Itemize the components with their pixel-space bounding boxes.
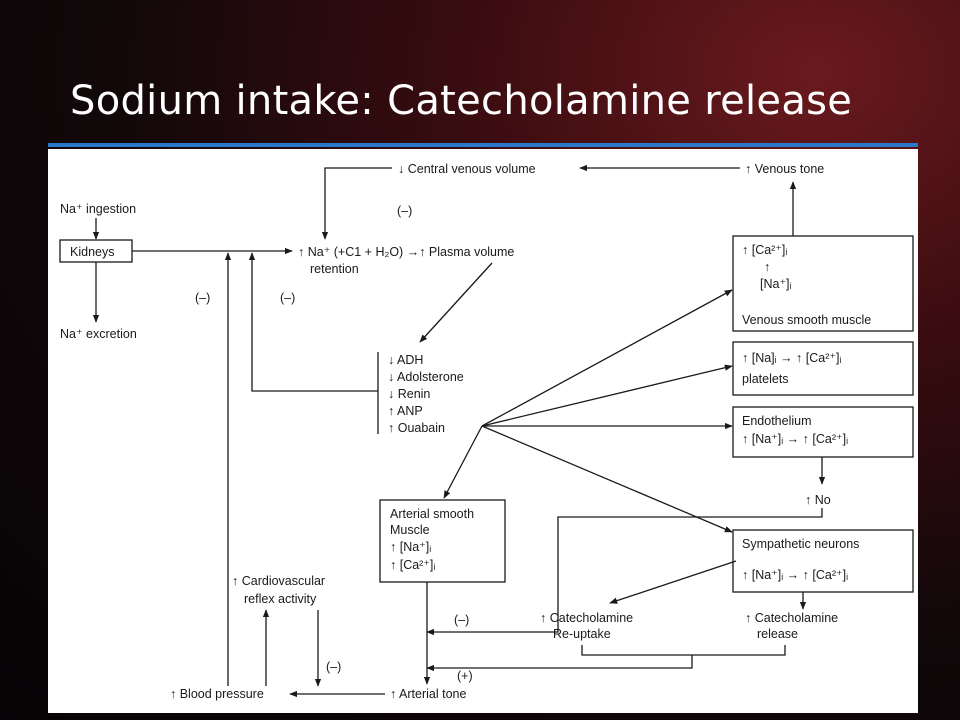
venous-smooth-muscle-label: Venous smooth muscle: [742, 313, 871, 327]
title-divider: [48, 143, 918, 147]
platelets-label: platelets: [742, 372, 789, 386]
hormone-aldosterone: ↓ Adolsterone: [388, 370, 464, 384]
retention-line2: retention: [310, 262, 359, 276]
blood-pressure-label: ↑ Blood pressure: [170, 687, 264, 701]
cardiovascular-reflex-line1: ↑ Cardiovascular: [232, 574, 325, 588]
na-ingestion-label: Na⁺ ingestion: [60, 202, 136, 216]
feedback-minus-bp: (–): [195, 291, 210, 305]
na-excretion-label: Na⁺ excretion: [60, 327, 137, 341]
feedback-plus-catecholamine: (+): [457, 669, 473, 683]
catecholamine-release-line1: ↑ Catecholamine: [745, 611, 838, 625]
platelets-box: [732, 341, 914, 396]
arterial-tone-label: ↑ Arterial tone: [390, 687, 466, 701]
cardiovascular-reflex-line2: reflex activity: [244, 592, 317, 606]
feedback-diagram: Na⁺ ingestion Kidneys Na⁺ excretion ↓ Ce…: [59, 162, 914, 701]
catecholamine-bracket: [581, 645, 786, 656]
central-venous-volume-label: ↓ Central venous volume: [398, 162, 536, 176]
venous-tone-label: ↑ Venous tone: [745, 162, 824, 176]
retention-line1: ↑ Na⁺ (+C1 + H₂O) →↑ Plasma volume: [298, 245, 514, 259]
venous-smooth-muscle-box: [732, 235, 914, 332]
sympathetic-neurons-label: Sympathetic neurons: [742, 537, 859, 551]
edge-ouabain-platelets: [481, 364, 733, 427]
endothelium-box: [732, 406, 914, 458]
hormone-anp: ↑ ANP: [388, 404, 423, 418]
slide-title: Sodium intake: Catecholamine release: [70, 78, 853, 124]
catecholamine-reuptake-line2: Re-uptake: [553, 627, 611, 641]
venous-na-label: [Na⁺]ᵢ: [760, 277, 792, 291]
feedback-minus-reflex: (–): [326, 660, 341, 674]
diagram-panel: Na⁺ ingestion Kidneys Na⁺ excretion ↓ Ce…: [48, 149, 918, 713]
edge-hormones-retention: [248, 252, 378, 392]
catecholamine-release-line2: release: [757, 627, 798, 641]
venous-ca-label: ↑ [Ca²⁺]ᵢ: [742, 243, 787, 257]
edge-plasma-hormones: [419, 262, 493, 343]
edge-ouabain-sympathetic: [481, 425, 733, 533]
hormone-adh: ↓ ADH: [388, 353, 423, 367]
sympathetic-neurons-box: [732, 529, 914, 593]
sympathetic-na-ca-label: ↑ [Na⁺]ᵢ → ↑ [Ca²⁺]ᵢ: [742, 568, 848, 582]
kidneys-label: Kidneys: [70, 245, 114, 259]
edge-no-arterialtone: [426, 508, 823, 636]
venous-up-arrow: ↑: [764, 260, 770, 274]
arterial-sm-line1: Arterial smooth: [390, 507, 474, 521]
arterial-sm-line2: Muscle: [390, 523, 430, 537]
feedback-minus-hormones: (–): [280, 291, 295, 305]
edge-catecholamine-arterialtone: [426, 655, 693, 672]
edge-sympathetic-reuptake: [609, 560, 737, 604]
feedback-minus-no: (–): [454, 613, 469, 627]
edge-ouabain-vsm: [481, 289, 733, 427]
endothelium-na-ca-label: ↑ [Na⁺]ᵢ → ↑ [Ca²⁺]ᵢ: [742, 432, 848, 446]
edge-ouabain-asm: [443, 425, 483, 499]
hormone-renin: ↓ Renin: [388, 387, 430, 401]
catecholamine-reuptake-line1: ↑ Catecholamine: [540, 611, 633, 625]
feedback-minus-venous: (–): [397, 204, 412, 218]
arterial-sm-line3: ↑ [Na⁺]ᵢ: [390, 540, 431, 554]
endothelium-label: Endothelium: [742, 414, 812, 428]
platelets-na-ca-label: ↑ [Na]ᵢ → ↑ [Ca²⁺]ᵢ: [742, 351, 841, 365]
edge-cvv-retention: [321, 167, 392, 240]
arterial-sm-line4: ↑ [Ca²⁺]ᵢ: [390, 558, 435, 572]
arterial-smooth-muscle-box: [379, 499, 506, 583]
no-label: ↑ No: [805, 493, 831, 507]
hormone-ouabain: ↑ Ouabain: [388, 421, 445, 435]
